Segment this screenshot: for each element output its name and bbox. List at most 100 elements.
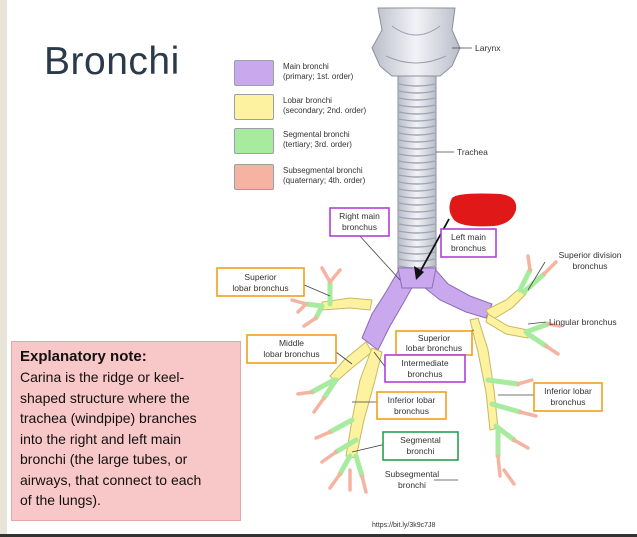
red-marker (449, 193, 517, 227)
legend-swatch-main (234, 60, 274, 86)
segmental-bronchi (303, 267, 551, 479)
trachea-ring (398, 258, 436, 262)
label-right-main-2: bronchus (342, 222, 377, 232)
label-intermediate-1: Intermediate (401, 358, 449, 368)
box-intermediate (384, 354, 466, 383)
trachea-ring (398, 223, 436, 227)
label-larynx: Larynx (475, 43, 501, 53)
legend-item-main: Main bronchi (primary; 1st. order) (234, 60, 404, 86)
legend-sublabel: (secondary; 2nd. order) (283, 106, 367, 115)
box-right-main (329, 207, 390, 237)
note-line: into the right and left main (20, 430, 182, 447)
label-left-main-1: Left main (451, 232, 486, 242)
label-subsegmental-1: Subsegmental (385, 469, 439, 479)
trachea-ring (398, 146, 436, 150)
legend-label: Lobar bronchi (283, 96, 332, 105)
trachea-ring (398, 251, 436, 255)
trachea-ring (398, 230, 436, 234)
trachea-ring (398, 104, 436, 108)
note-line: bronchi (the large tubes, or (20, 451, 188, 467)
legend-sublabel: (tertiary; 3rd. order) (283, 140, 352, 149)
label-right-main-1: Right main (339, 211, 380, 221)
label-inferior-lobar-right-1: Inferior lobar (388, 395, 436, 405)
label-inferior-lobar-left-2: bronchus (551, 397, 586, 407)
note-title: Explanatory note: (20, 348, 147, 365)
legend-item-subsegmental: Subsegmental bronchi (quaternary; 4th. o… (234, 164, 404, 190)
label-superior-division-1: Superior division (559, 250, 622, 260)
label-boxes (216, 207, 603, 461)
source-link[interactable]: https://bit.ly/3k9c7J8 (372, 522, 436, 529)
legend-item-segmental: Segmental bronchi (tertiary; 3rd. order) (234, 128, 404, 154)
label-middle-lobar-2: lobar bronchus (263, 349, 319, 359)
slide-bottom-bar (0, 534, 637, 537)
legend-item-lobar: Lobar bronchi (secondary; 2nd. order) (234, 94, 404, 120)
label-inferior-lobar-right-2: bronchus (394, 406, 429, 416)
box-segmental (382, 431, 459, 461)
trachea-ring (398, 90, 436, 94)
label-intermediate-2: bronchus (408, 369, 443, 379)
trachea-ring (398, 118, 436, 122)
note-line: Carina is the ridge or keel- (20, 369, 185, 385)
trachea-ring (398, 125, 436, 129)
explanatory-note: Explanatory note: Carina is the ridge or… (11, 341, 241, 521)
slide-title: Bronchi (44, 40, 180, 83)
slide-left-border (0, 0, 7, 537)
trachea-ring (398, 195, 436, 199)
trachea-ring (398, 132, 436, 136)
label-segmental-1: Segmental (400, 435, 441, 445)
legend-label: Main bronchi (283, 62, 329, 71)
label-superior-lobar2-2: lobar bronchus (406, 343, 462, 353)
legend-swatch-segmental (234, 128, 274, 154)
legend-swatch-lobar (234, 94, 274, 120)
label-middle-lobar-1: Middle (279, 338, 304, 348)
subsegmental-bronchi (290, 254, 562, 494)
label-superior-lobar2-1: Superior (418, 333, 450, 343)
box-superior-lobar (216, 267, 305, 297)
legend-swatch-subsegmental (234, 164, 274, 190)
label-trachea: Trachea (457, 147, 488, 157)
trachea-ring (398, 160, 436, 164)
label-superior-lobar-1: Superior (244, 272, 276, 282)
trachea (397, 75, 437, 275)
label-subsegmental-2: bronchi (398, 480, 426, 490)
box-left-main (440, 228, 497, 258)
carina-arrow (414, 218, 450, 280)
trachea-ring (398, 216, 436, 220)
box-superior-lobar-2 (395, 330, 473, 356)
trachea-ring (398, 237, 436, 241)
box-middle-lobar (246, 334, 337, 364)
trachea-ring (398, 244, 436, 248)
label-lingular: Lingular bronchus (549, 317, 617, 327)
main-bronchi (361, 267, 493, 351)
note-body: Carina is the ridge or keel- shaped stru… (20, 367, 232, 511)
trachea-ring (398, 111, 436, 115)
trachea-ring (398, 153, 436, 157)
trachea-ring (398, 188, 436, 192)
label-segmental-2: bronchi (407, 446, 435, 456)
note-line: shaped structure where the (20, 389, 190, 406)
trachea-ring (398, 181, 436, 185)
trachea-ring (398, 83, 436, 87)
trachea-ring (398, 209, 436, 213)
note-line: trachea (windpipe) branches (20, 410, 197, 426)
larynx (371, 7, 461, 77)
legend-sublabel: (primary; 1st. order) (283, 72, 354, 81)
trachea-ring (398, 202, 436, 206)
legend-label: Segmental bronchi (283, 130, 350, 139)
trachea-ring (398, 174, 436, 178)
trachea-ring (398, 139, 436, 143)
trachea-ring (398, 167, 436, 171)
note-line: airways, that connect to each (20, 471, 202, 488)
legend-label: Subsegmental bronchi (283, 166, 363, 175)
label-superior-division-2: bronchus (573, 261, 608, 271)
label-superior-lobar-2: lobar bronchus (232, 283, 288, 293)
note-line: of the lungs). (20, 492, 101, 508)
label-left-main-2: bronchus (451, 243, 486, 253)
box-inferior-lobar-right (376, 391, 447, 420)
trachea-ring (398, 97, 436, 101)
box-inferior-lobar-left (533, 382, 603, 412)
legend-sublabel: (quaternary; 4th. order) (283, 176, 366, 185)
label-inferior-lobar-left-1: Inferior lobar (544, 386, 592, 396)
